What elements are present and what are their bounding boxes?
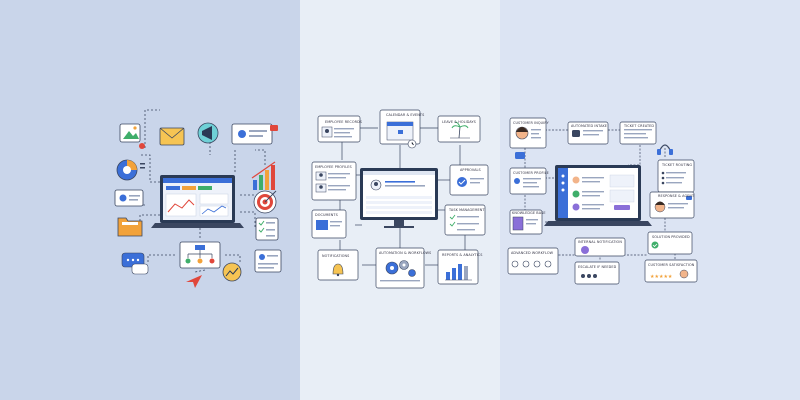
- ticket-icon: [624, 129, 652, 139]
- label-notifications: NOTIFICATIONS: [322, 254, 350, 258]
- target-icon: [253, 190, 277, 214]
- label-response-agent: RESPONSE & AGENT: [658, 194, 695, 198]
- label-customer-profile: CUSTOMER PROFILE: [513, 171, 549, 175]
- org-chart-icon: [179, 241, 221, 269]
- internal-bell-icon: [581, 246, 589, 254]
- node-boxes: [507, 117, 698, 285]
- label-solution-provided: SOLUTION PROVIDED: [652, 235, 690, 239]
- customer-profile-icon: [514, 178, 541, 188]
- label-advanced-workflow: ADVANCED WORKFLOW: [511, 251, 554, 255]
- label-internal-notification: INTERNAL NOTIFICATION: [578, 240, 622, 244]
- label-automated-intake: AUTOMATED INTAKE: [571, 124, 608, 128]
- bell-icon: [332, 263, 344, 277]
- label-ticket-created: TICKET CREATED: [624, 124, 655, 128]
- label-ticket-routing: TICKET ROUTING: [662, 163, 693, 167]
- routing-list-icon: [661, 171, 686, 185]
- profile-icon: [315, 171, 350, 193]
- intake-bot-icon: [572, 130, 603, 137]
- megaphone-icon: [197, 122, 219, 144]
- palm-tree-icon: [450, 121, 470, 139]
- label-escalate-if-needed: ESCALATE IF NEEDED: [578, 265, 617, 269]
- growth-bar-chart-icon: [251, 161, 276, 190]
- user-card: [114, 189, 144, 207]
- profile-card: [231, 123, 278, 145]
- folder-icon: [117, 217, 143, 237]
- team-icon: [581, 274, 597, 278]
- approval-check-icon: [457, 177, 484, 187]
- label-calendar-events: CALENDAR & EVENTS: [386, 113, 425, 117]
- workflow-nodes-icon: [511, 260, 552, 268]
- image-card: [119, 123, 145, 149]
- checklist-icon: [255, 217, 279, 241]
- report-bar-chart-icon: [445, 264, 472, 281]
- task-list-icon: [449, 214, 479, 231]
- hr-monitor: [360, 168, 438, 228]
- star-rating-icon: ★★★★★: [650, 269, 689, 280]
- label-approvals: APPROVALS: [460, 168, 481, 172]
- customer-avatar-icon: [515, 126, 541, 159]
- solution-check-icon: [651, 241, 659, 249]
- label-employee-records: EMPLOYEE RECORDS: [325, 120, 363, 124]
- headset-icon: [657, 144, 673, 155]
- calendar-icon: [386, 121, 417, 149]
- laptop-dashboard: [151, 175, 244, 228]
- panel-hr-workflow: EMPLOYEE RECORDS CALENDAR & EVENTS LEAVE…: [300, 0, 500, 400]
- document-icon: [316, 220, 342, 230]
- label-leave-holidays: LEAVE & HOLIDAYS: [442, 120, 476, 124]
- chat-bubble-icon: [121, 252, 149, 275]
- gears-icon: [380, 260, 420, 282]
- agent-avatar-icon: [654, 196, 692, 213]
- info-card: [254, 249, 282, 273]
- label-reports-analytics: REPORTS & ANALYTICS: [442, 253, 483, 257]
- node-boxes: [311, 109, 489, 289]
- workflow-diagram-2: [311, 109, 489, 289]
- svg-text:★★★★★: ★★★★★: [650, 274, 673, 280]
- label-employee-profiles: EMPLOYEE PROFILES: [315, 165, 352, 169]
- panel-digital-workflow: [0, 0, 300, 400]
- label-task-management: TASK MANAGEMENT: [449, 208, 485, 212]
- workflow-diagram-1: [114, 109, 282, 288]
- label-customer-inquiry: CUSTOMER INQUIRY: [513, 121, 549, 125]
- trend-circle-icon: [222, 262, 242, 282]
- workflow-diagram-3: ★★★★★: [507, 117, 698, 285]
- knowledge-book-icon: [512, 216, 538, 231]
- paper-plane-icon: [186, 275, 202, 288]
- support-laptop: [544, 165, 652, 226]
- label-documents: DOCUMENTS: [315, 213, 338, 217]
- panel-customer-support-workflow: ★★★★★ CUSTOMER INQUIRY AUTOMATED INTAKE …: [500, 0, 800, 400]
- employee-record-icon: [321, 126, 354, 138]
- label-customer-satisfaction: CUSTOMER SATISFACTION: [648, 263, 695, 267]
- label-automation-workflows: AUTOMATION & WORKFLOWS: [379, 251, 432, 255]
- pie-chart-icon: [116, 159, 145, 181]
- email-envelope-icon: [159, 127, 185, 146]
- label-knowledge-base: KNOWLEDGE BASE: [512, 211, 546, 215]
